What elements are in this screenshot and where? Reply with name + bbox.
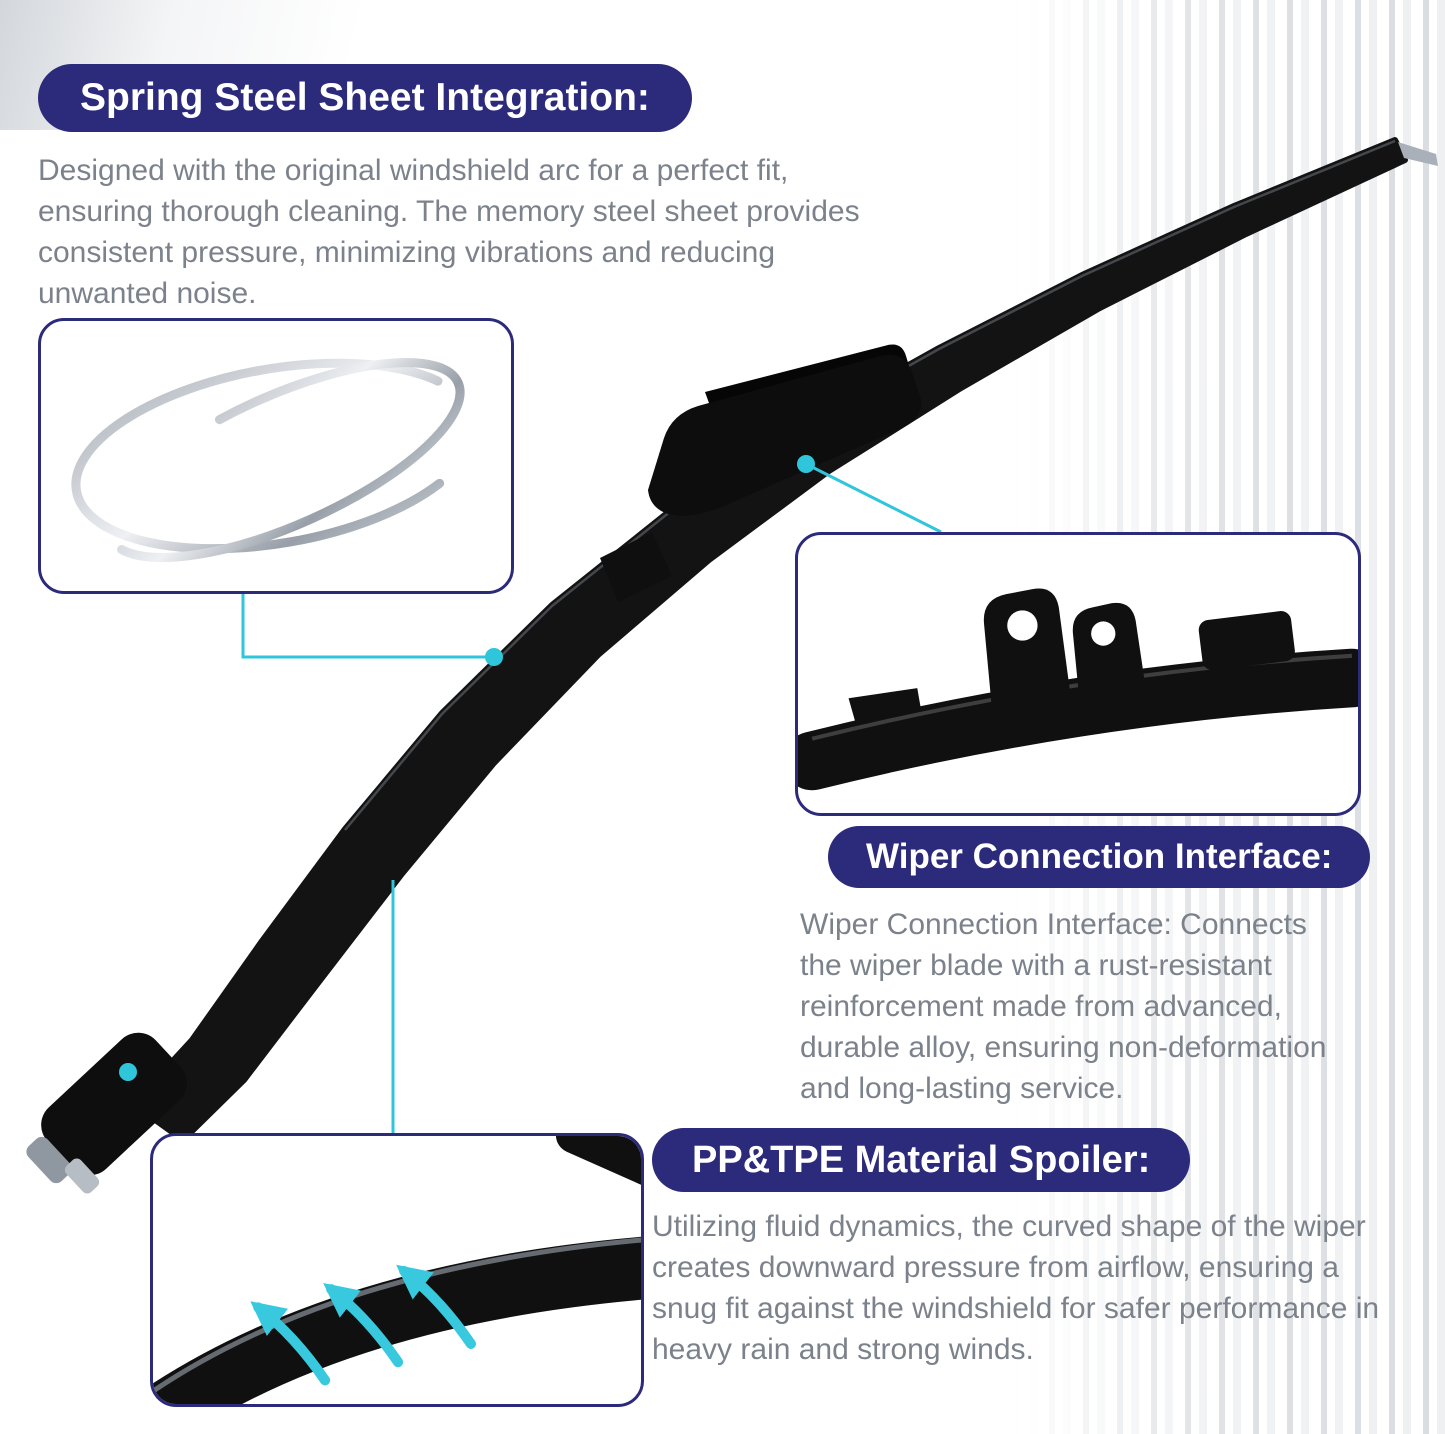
spring-steel-title-label: Spring Steel Sheet Integration:	[80, 76, 650, 119]
airflow-arrows	[250, 1264, 476, 1386]
callout-dot-spoiler	[119, 1063, 137, 1081]
connection-interface-description: Wiper Connection Interface: Connects the…	[800, 908, 1327, 1105]
connector-interface-image	[798, 588, 1358, 791]
connection-interface-title: Wiper Connection Interface:	[828, 826, 1371, 888]
callout-dot-connection	[797, 455, 815, 473]
connection-interface-title-label: Wiper Connection Interface:	[866, 837, 1333, 876]
callout-dots	[119, 455, 815, 1081]
blade-tip-rubber	[1398, 142, 1438, 166]
spoiler-airflow-image	[153, 1136, 641, 1404]
connector-claw-left	[983, 588, 1071, 711]
wiper-adapter	[600, 344, 922, 602]
connection-interface-image-box	[795, 532, 1361, 816]
callout-connectors	[241, 465, 942, 1133]
callout-line-connection	[811, 465, 942, 534]
spring-steel-title: Spring Steel Sheet Integration:	[38, 64, 692, 132]
spring-steel-sheet-image	[71, 357, 481, 563]
blade-end-cap	[26, 1032, 187, 1194]
connector-claw-right	[1072, 602, 1146, 697]
airflow-arrow-icon	[323, 1283, 404, 1368]
spoiler-title-label: PP&TPE Material Spoiler:	[692, 1138, 1151, 1181]
callout-line-spring-steel	[241, 588, 486, 659]
spoiler-image-box	[150, 1133, 644, 1407]
spoiler-title: PP&TPE Material Spoiler:	[652, 1128, 1191, 1192]
spring-steel-image-box	[38, 318, 514, 594]
callout-dot-spring-steel	[485, 648, 503, 666]
spoiler-description: Utilizing fluid dynamics, the curved sha…	[652, 1210, 1380, 1366]
airflow-arrow-icon	[250, 1301, 331, 1386]
airflow-arrow-icon	[396, 1264, 476, 1349]
spring-steel-description: Designed with the original windshield ar…	[38, 154, 860, 310]
